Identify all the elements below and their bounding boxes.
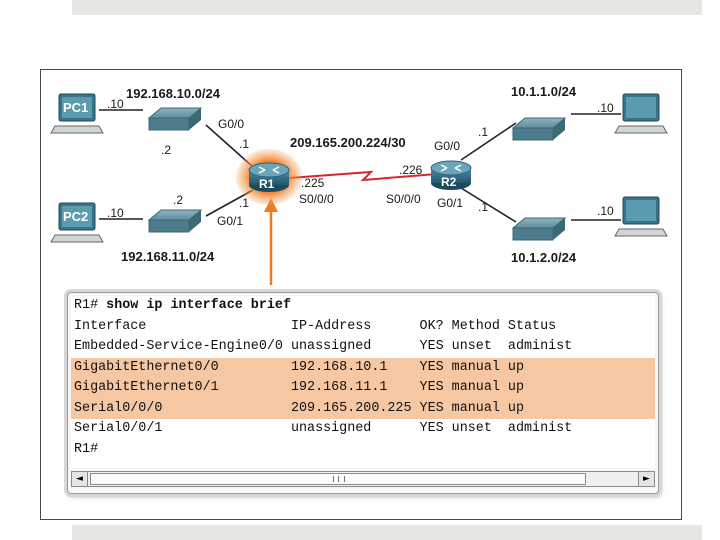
bottom-slide-bar	[72, 525, 702, 540]
terminal-line-embedded-service-engine: Embedded-Service-Engine0/0 unassigned YE…	[74, 339, 573, 354]
scroll-left-icon[interactable]: ◄	[72, 472, 88, 486]
pc4-icon	[614, 196, 668, 237]
scroll-right-icon[interactable]: ►	[638, 472, 654, 486]
pc1-host-id: .10	[107, 97, 124, 111]
network-label-lan1: 192.168.10.0/24	[126, 86, 221, 101]
pc1-label: PC1	[63, 100, 88, 115]
switch-2-icon	[147, 209, 203, 233]
pc2-icon: PC2	[50, 202, 104, 243]
r1-g01-switch-ip: .2	[173, 193, 183, 207]
r2-g01-ip: .1	[478, 200, 488, 214]
scrollbar-thumb[interactable]	[90, 473, 586, 485]
r1-g00-switch-ip: .2	[161, 143, 171, 157]
terminal-line-prompt: R1#	[74, 441, 99, 457]
switch-1-icon	[147, 107, 203, 131]
terminal-line-command: R1# show ip interface brief	[71, 296, 655, 317]
terminal-line-s001: Serial0/0/1 unassigned YES unset adminis…	[74, 421, 573, 436]
link-r1-r2-serial	[288, 170, 438, 182]
r1-g01-ip: .1	[239, 196, 249, 210]
terminal-line-s000: Serial0/0/0 209.165.200.225 YES manual u…	[71, 398, 655, 419]
terminal-line-header: Interface IP-Address OK? Method Status	[74, 318, 557, 334]
pc4-host-id: .10	[597, 204, 614, 218]
pc2-host-id: .10	[107, 206, 124, 220]
pc2-label: PC2	[63, 209, 88, 224]
terminal-window: R1# show ip interface brief Interface IP…	[67, 292, 659, 494]
horizontal-scrollbar[interactable]: ◄ ►	[71, 471, 655, 487]
scrollbar-grip-icon	[333, 476, 345, 482]
terminal-line-g00: GigabitEthernet0/0 192.168.10.1 YES manu…	[71, 357, 655, 378]
router-r2-icon: R2	[430, 160, 472, 190]
network-label-wan: 209.165.200.224/30	[290, 135, 406, 150]
r1-g00-ip: .1	[239, 137, 249, 151]
network-label-lan2: 192.168.11.0/24	[121, 249, 215, 264]
pc1-icon: PC1	[50, 93, 104, 134]
r2-g00-ip: .1	[478, 125, 488, 139]
r2-g00-interface: G0/0	[434, 139, 460, 153]
terminal-command: show ip interface brief	[106, 298, 291, 313]
r2-label: R2	[441, 175, 457, 189]
pc3-icon	[614, 93, 668, 134]
r1-s000-ip: .225	[301, 176, 325, 190]
links	[99, 109, 621, 223]
figure-frame: PC1 PC2	[40, 69, 682, 520]
switch-4-icon	[511, 217, 567, 241]
link-r2-sw4	[460, 187, 517, 223]
router-r1-icon: R1	[236, 149, 302, 205]
callout-arrow-head	[264, 198, 278, 212]
pc3-host-id: .10	[597, 101, 614, 115]
network-label-lan3: 10.1.1.0/24	[511, 84, 577, 99]
r2-s000-ip: .226	[399, 163, 423, 177]
terminal-line-g01: GigabitEthernet0/1 192.168.11.1 YES manu…	[71, 378, 655, 399]
r1-label: R1	[259, 177, 275, 191]
r2-g01-interface: G0/1	[437, 196, 463, 210]
top-slide-bar	[72, 0, 702, 15]
network-label-lan4: 10.1.2.0/24	[511, 250, 577, 265]
terminal-prompt: R1#	[74, 298, 107, 313]
link-r2-sw3	[460, 122, 517, 161]
r2-s000-interface: S0/0/0	[386, 192, 421, 206]
r1-s000-interface: S0/0/0	[299, 192, 334, 206]
r1-g00-interface: G0/0	[218, 117, 244, 131]
terminal-output: R1# show ip interface brief Interface IP…	[71, 296, 655, 468]
network-topology-diagram: PC1 PC2	[50, 84, 668, 285]
r1-g01-interface: G0/1	[217, 214, 243, 228]
switch-3-icon	[511, 117, 567, 141]
